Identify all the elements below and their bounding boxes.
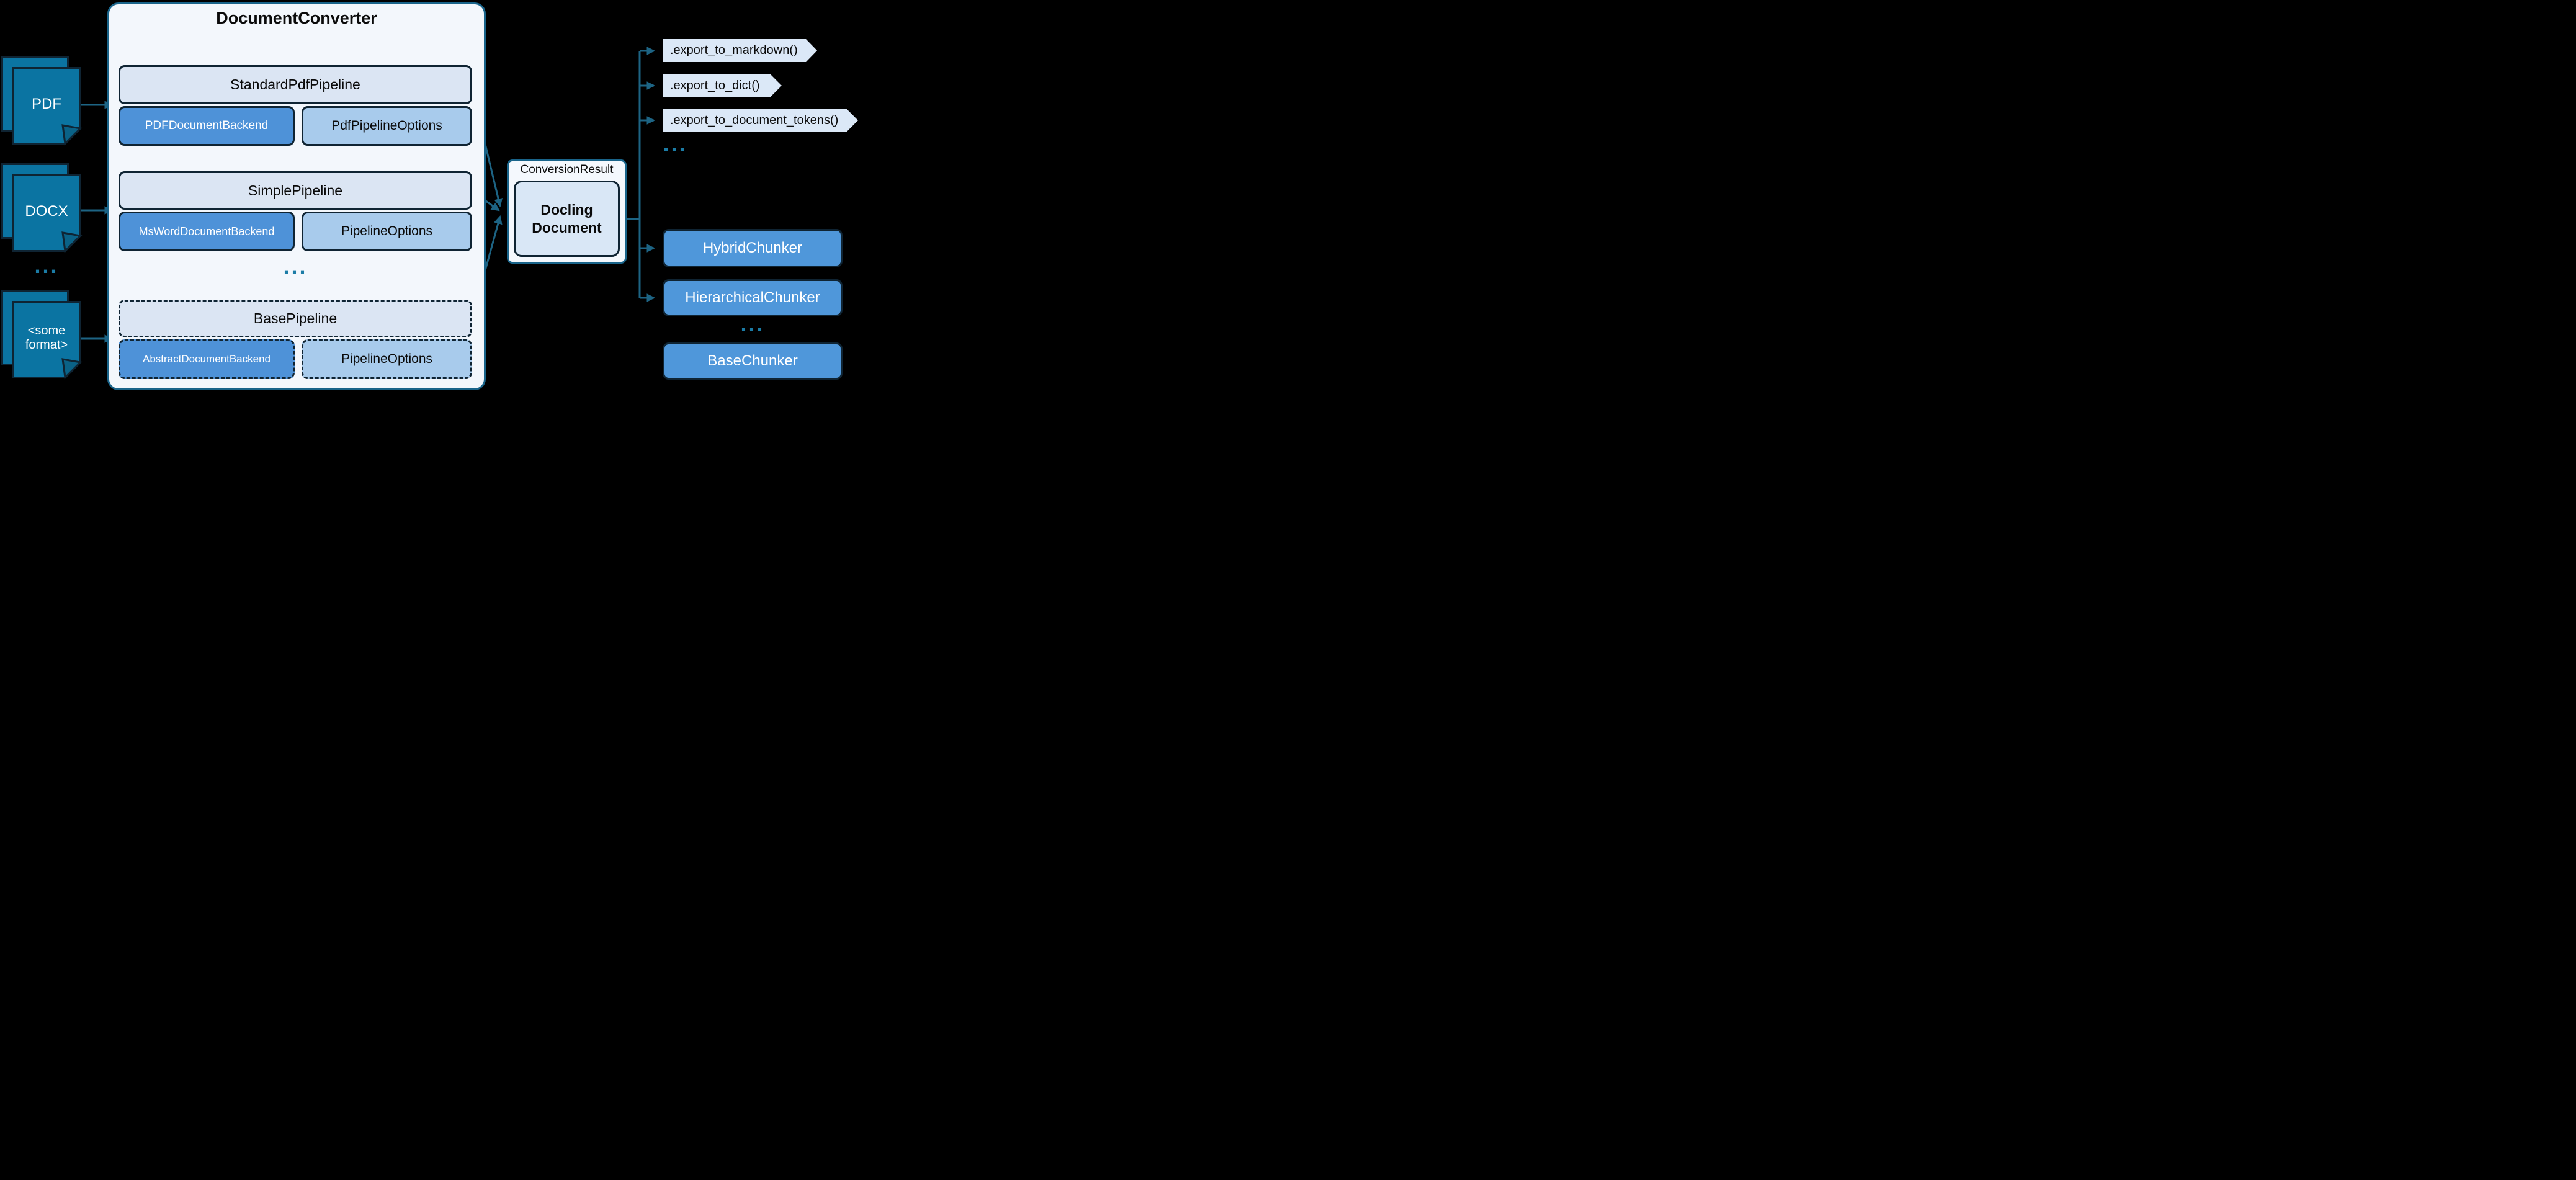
abstractdocumentbackend-box: AbstractDocumentBackend [119,339,295,379]
pipelineoptions-abstract-box: PipelineOptions [302,339,472,379]
someformat-document-icon [1,290,83,380]
pdfdocumentbackend-box: PDFDocumentBackend [119,106,295,146]
documentconverter-title: DocumentConverter [216,9,377,27]
chunkers-ellipsis: ... [740,311,765,336]
converter-rows-ellipsis: ... [283,254,308,279]
basepipeline-box: BasePipeline [119,300,472,337]
export-to-dict-tag: .export_to_dict() [663,74,782,97]
msworddocumentbackend-box: MsWordDocumentBackend [119,212,295,251]
pdf-document-icon [1,56,83,146]
doclingdocument-box: Docling Document [514,181,620,257]
pipelineoptions-box: PipelineOptions [302,212,472,251]
conversionresult-title: ConversionResult [520,163,614,176]
export-to-markdown-tag: .export_to_markdown() [663,39,817,62]
source-docx-label: DOCX [25,202,68,220]
source-someformat-label: <some format> [25,323,68,352]
simplepipeline-box: SimplePipeline [119,171,472,210]
docx-document-icon [1,163,83,253]
hybridchunker-box: HybridChunker [663,229,843,267]
sources-ellipsis: ... [34,253,59,278]
basechunker-box: BaseChunker [663,342,843,380]
docling-architecture-diagram: PDF DOCX ... <some format> DocumentConve… [0,0,859,393]
hierarchicalchunker-box: HierarchicalChunker [663,279,843,316]
pdfpipelineoptions-box: PdfPipelineOptions [302,106,472,146]
source-pdf-label: PDF [32,95,61,112]
standardpdfpipeline-box: StandardPdfPipeline [119,65,472,104]
exports-ellipsis: ... [663,131,687,156]
export-to-document-tokens-tag: .export_to_document_tokens() [663,109,858,132]
